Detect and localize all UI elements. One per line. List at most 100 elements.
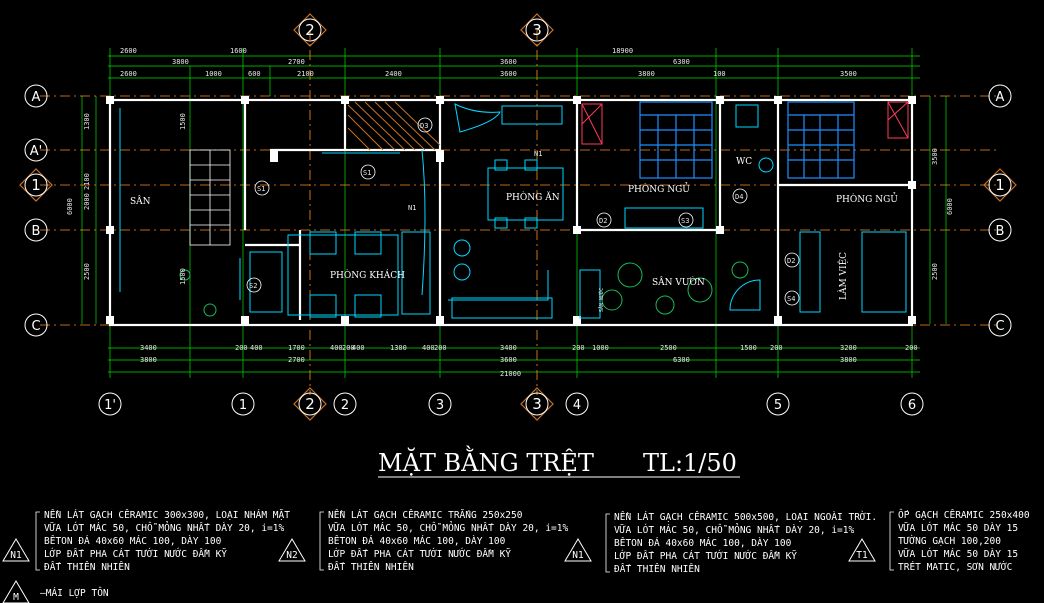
axis-right-3-label: C [995, 319, 1004, 334]
axis-bottom-2: 2 [293, 387, 327, 421]
room-phong-ngu-2: PHÒNG NGỦ [836, 192, 898, 205]
dim-top1-2: 18900 [612, 47, 633, 55]
dim-bot2-0: 3800 [140, 356, 157, 364]
stair-hatch [347, 101, 441, 151]
dim-top1-0: 2600 [120, 47, 137, 55]
axis-left-3-label: B [32, 224, 41, 239]
dim-top3-4: 2400 [385, 70, 402, 78]
tag-n1b: N1 [534, 150, 542, 158]
axis-right-0-label: A [996, 90, 1005, 105]
dim-top2-1: 2700 [288, 58, 305, 66]
dim-bot1-3: 1700 [288, 344, 305, 352]
dim-top2-0: 3800 [172, 58, 189, 66]
room-san: SÂN [130, 195, 151, 207]
dim-top3-2: 600 [248, 70, 261, 78]
dim-bot1-2: 400 [250, 344, 263, 352]
axis-left-1-label: A' [30, 144, 42, 159]
legend-n3-line-1: VỮA LÓT MÁC 50, CHỖ MỎNG NHẤT DÀY 20, i=… [614, 523, 854, 536]
axis-left-2-label: 1 [31, 176, 41, 194]
axis-right-1-label: 1 [995, 176, 1005, 194]
axis-left-4-label: C [31, 319, 40, 334]
dim-left-0: 1300 [83, 113, 91, 130]
axis-left-4: C [24, 313, 48, 337]
legend-t1-line-3: VỮA LÓT MÁC 50 DÀY 15 [898, 548, 1018, 560]
axis-left-2: 1 [19, 168, 53, 202]
dim-bot1-8: 400 [422, 344, 435, 352]
dim-top3-0: 2600 [120, 70, 137, 78]
dim-left-3: 2000 [83, 193, 91, 210]
axis-left-0-label: A [32, 90, 41, 105]
tag-s1: S1 [363, 169, 371, 177]
legend-n1-bracket [35, 511, 40, 571]
room-phong-an: PHÒNG ĂN [506, 191, 560, 203]
dim-right-1: 6000 [946, 198, 954, 215]
axis-left-0: A [24, 84, 48, 108]
symbol-n2-label: N2 [286, 550, 297, 561]
axis-bottom-0-label: 1' [104, 398, 116, 413]
legend-t1-bracket [889, 511, 894, 571]
columns [106, 96, 916, 324]
axis-bottom-4: 3 [428, 392, 452, 416]
legend-n2-line-3: LỚP ĐẤT PHA CÁT TƯỚI NƯỚC ĐẦM KỸ [328, 548, 511, 560]
dim-bot1-11: 200 [572, 344, 585, 352]
legend-n1-line-1: VỮA LÓT MÁC 50, CHỖ MỎNG NHẤT DÀY 20, i=… [44, 521, 284, 534]
axis-top-3-label: 3 [532, 21, 542, 39]
interior-lines [119, 108, 549, 301]
dim-bot1-5: 200 [342, 344, 355, 352]
axis-bottom-7: 5 [766, 392, 790, 416]
dim-left-4: 2500 [83, 263, 91, 280]
tag-circles [246, 117, 800, 306]
symbol-m: M [2, 580, 30, 603]
legend-n1-line-3: LỚP ĐẤT PHA CÁT TƯỚI NƯỚC ĐẦM KỸ [44, 548, 227, 560]
axis-left-3: B [24, 218, 48, 242]
dim-top3-3: 2100 [297, 70, 314, 78]
symbol-n1b: N1 [564, 538, 592, 562]
tag-s4: S4 [787, 295, 795, 303]
axis-bottom-6: 4 [565, 392, 589, 416]
dim-bot1-7: 1300 [390, 344, 407, 352]
dim-right-0: 3500 [931, 148, 939, 165]
room-lam-viec: LÀM VIỆC [837, 252, 849, 300]
axis-top-2: 2 [293, 13, 327, 47]
symbol-t1-label: T1 [856, 550, 868, 561]
tag-s2: S2 [249, 282, 257, 290]
legend-t1-line-1: VỮA LÓT MÁC 50 DÀY 15 [898, 522, 1018, 534]
axis-left-1: A' [24, 138, 48, 162]
dimension-lines [81, 48, 947, 378]
symbol-t1: T1 [848, 538, 876, 562]
legend-n2-line-4: ĐẤT THIÊN NHIÊN [328, 561, 414, 573]
bed-2 [787, 101, 855, 179]
axis-right-0: A [988, 84, 1012, 108]
garden [179, 261, 761, 319]
legend-n1-line-2: BÊTON ĐÁ 40x60 MÁC 100, DÀY 100 [44, 535, 222, 547]
dim-top1-1: 1600 [230, 47, 247, 55]
tag-n1: N1 [408, 204, 416, 212]
legend-t1-line-0: ỐP GẠCH CÊRAMIC 250x400 [898, 509, 1030, 521]
tag-s1b: S1 [257, 185, 265, 193]
dim-bot2-4: 3800 [840, 356, 857, 364]
dim-top2-3: 6300 [673, 58, 690, 66]
dim-bot1-13: 2500 [660, 344, 677, 352]
room-san-vuon: SÂN VƯỜN [652, 276, 705, 288]
axis-bottom-3-label: 2 [341, 398, 349, 413]
tag-d4: D4 [735, 193, 743, 201]
drawing-scale: TL:1/50 [643, 449, 737, 477]
dim-top3-7: 100 [713, 70, 726, 78]
room-labels: SÂN PHÒNG ĂN PHÒNG NGỦ WC PHÒNG NGỦ PHÒN… [130, 157, 898, 312]
walls [108, 98, 914, 327]
tag-d2b: D2 [787, 257, 795, 265]
furniture [249, 103, 907, 319]
tag-labels: D3 S1 S1 D2 S3 D4 D2 S4 S2 N1 N1 [249, 122, 795, 303]
dim-left-2: 6000 [66, 198, 74, 215]
axis-bottom-2-label: 2 [305, 395, 315, 413]
dim-bot1-6: 400 [352, 344, 365, 352]
bed-1 [639, 101, 713, 179]
legend: NỀN LÁT GẠCH CÊRAMIC 300x300, LOẠI NHÁM … [2, 509, 1030, 603]
symbol-n1b-label: N1 [572, 550, 584, 561]
dim-bot2-2: 3600 [500, 356, 517, 364]
tag-d2: D2 [599, 217, 607, 225]
dim-bot1-0: 3400 [140, 344, 157, 352]
drawing-title: MẶT BẰNG TRỆT [378, 445, 594, 477]
